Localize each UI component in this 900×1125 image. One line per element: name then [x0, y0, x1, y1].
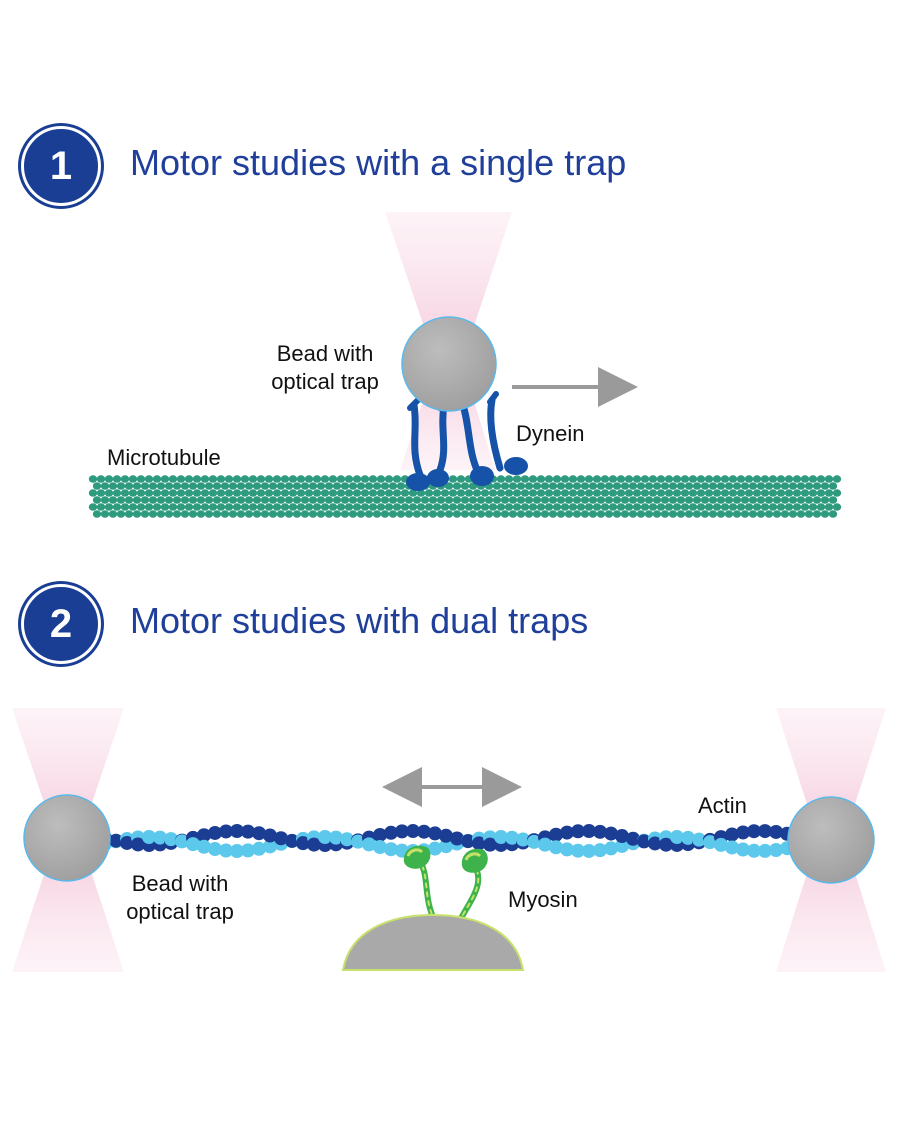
microtubule-filament	[88, 475, 842, 518]
laser-beam-left-top	[12, 708, 124, 838]
laser-beam-right-bottom	[776, 838, 886, 972]
dynein-motor-heads	[406, 457, 528, 491]
panel-1-bead-label-line2: optical trap	[271, 369, 379, 394]
surface-bead	[341, 913, 525, 971]
actin-filament	[98, 824, 794, 858]
dynein-label: Dynein	[516, 421, 585, 446]
panel-2-bead-label: Bead with optical trap	[100, 870, 260, 926]
myosin-label: Myosin	[508, 887, 578, 912]
section-2-number-badge: 2	[21, 584, 101, 664]
bead-right	[787, 796, 875, 884]
panel-1-illustration	[88, 212, 842, 518]
panel-2-bead-label-line2: optical trap	[126, 899, 234, 924]
bead-1	[401, 316, 497, 412]
section-1-number-badge: 1	[21, 126, 101, 206]
bead-left	[23, 794, 111, 882]
panel-1-bead-label: Bead with optical trap	[250, 340, 400, 396]
panel-1-bead-label-line1: Bead with	[276, 341, 374, 366]
laser-beam-right-top	[776, 708, 886, 838]
myosin-motor-heads	[403, 845, 488, 873]
microtubule-label: Microtubule	[107, 445, 221, 470]
panel-2-illustration	[12, 708, 886, 972]
section-1-title: Motor studies with a single trap	[130, 142, 627, 183]
section-2-title: Motor studies with dual traps	[130, 600, 589, 641]
laser-beam-left-bottom	[12, 838, 124, 972]
panel-2-bead-label-line1: Bead with	[131, 871, 229, 896]
actin-label: Actin	[698, 793, 747, 818]
laser-beam-top	[385, 212, 512, 362]
